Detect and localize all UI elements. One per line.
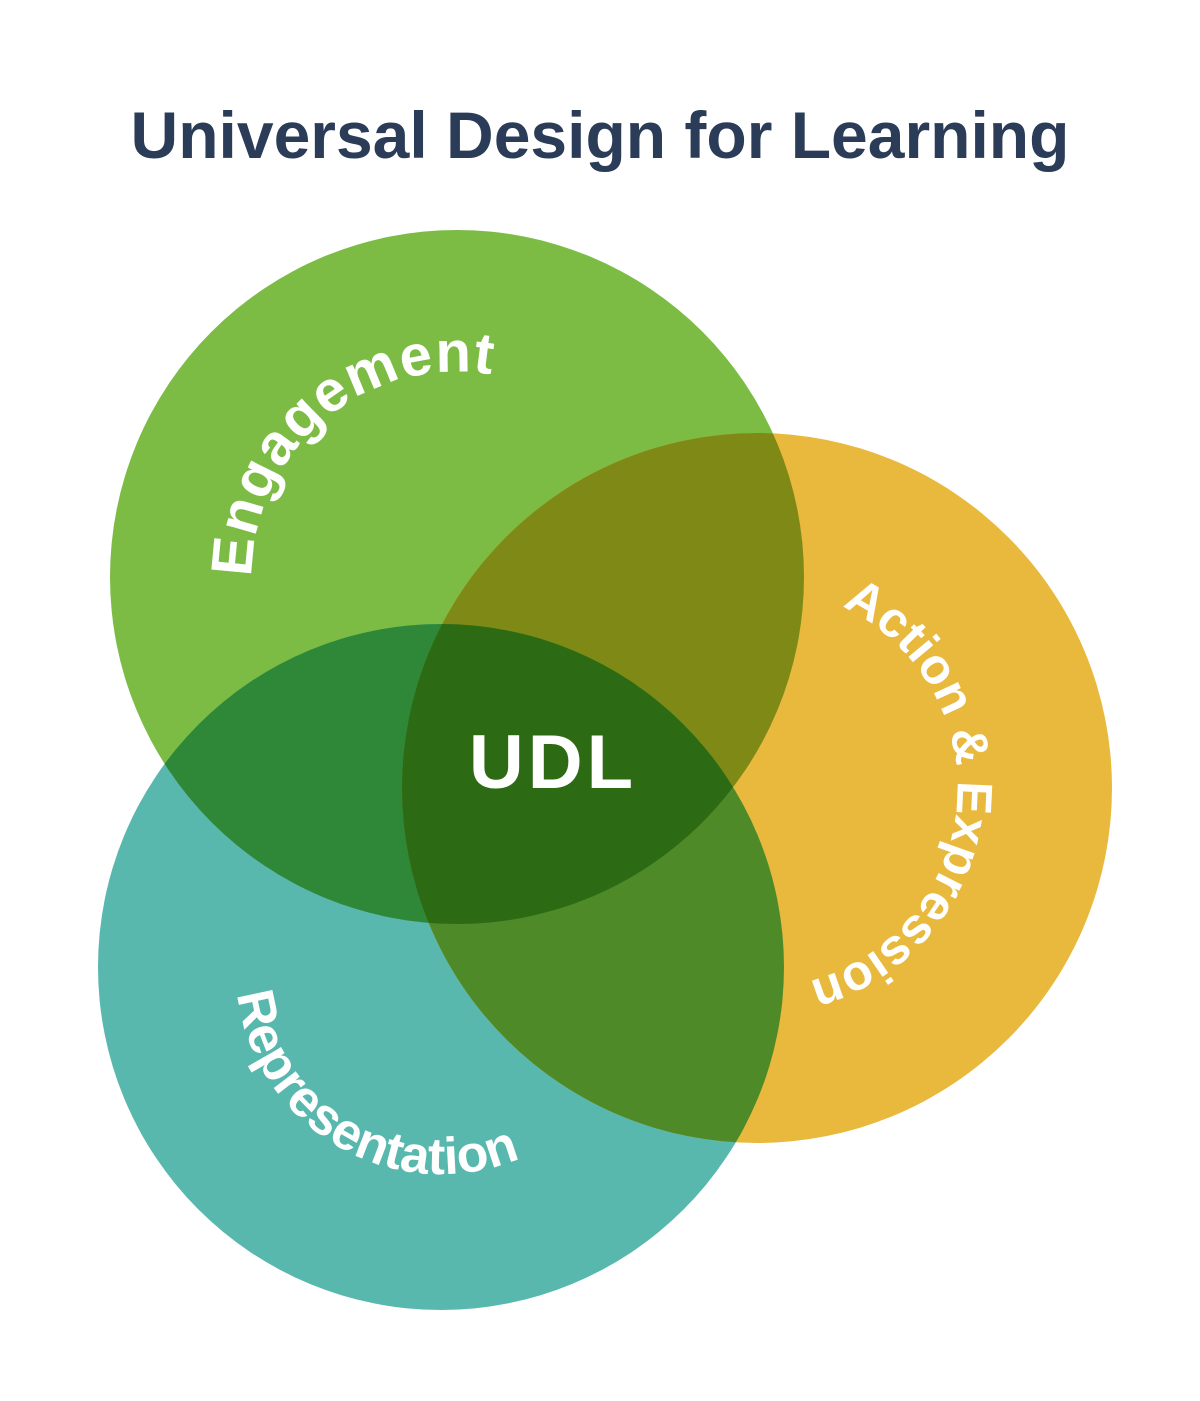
triple-overlap	[402, 624, 784, 924]
page-title: Universal Design for Learning	[131, 98, 1070, 172]
udl-center-label: UDL	[469, 720, 637, 805]
triple-overlap-group	[402, 624, 784, 924]
